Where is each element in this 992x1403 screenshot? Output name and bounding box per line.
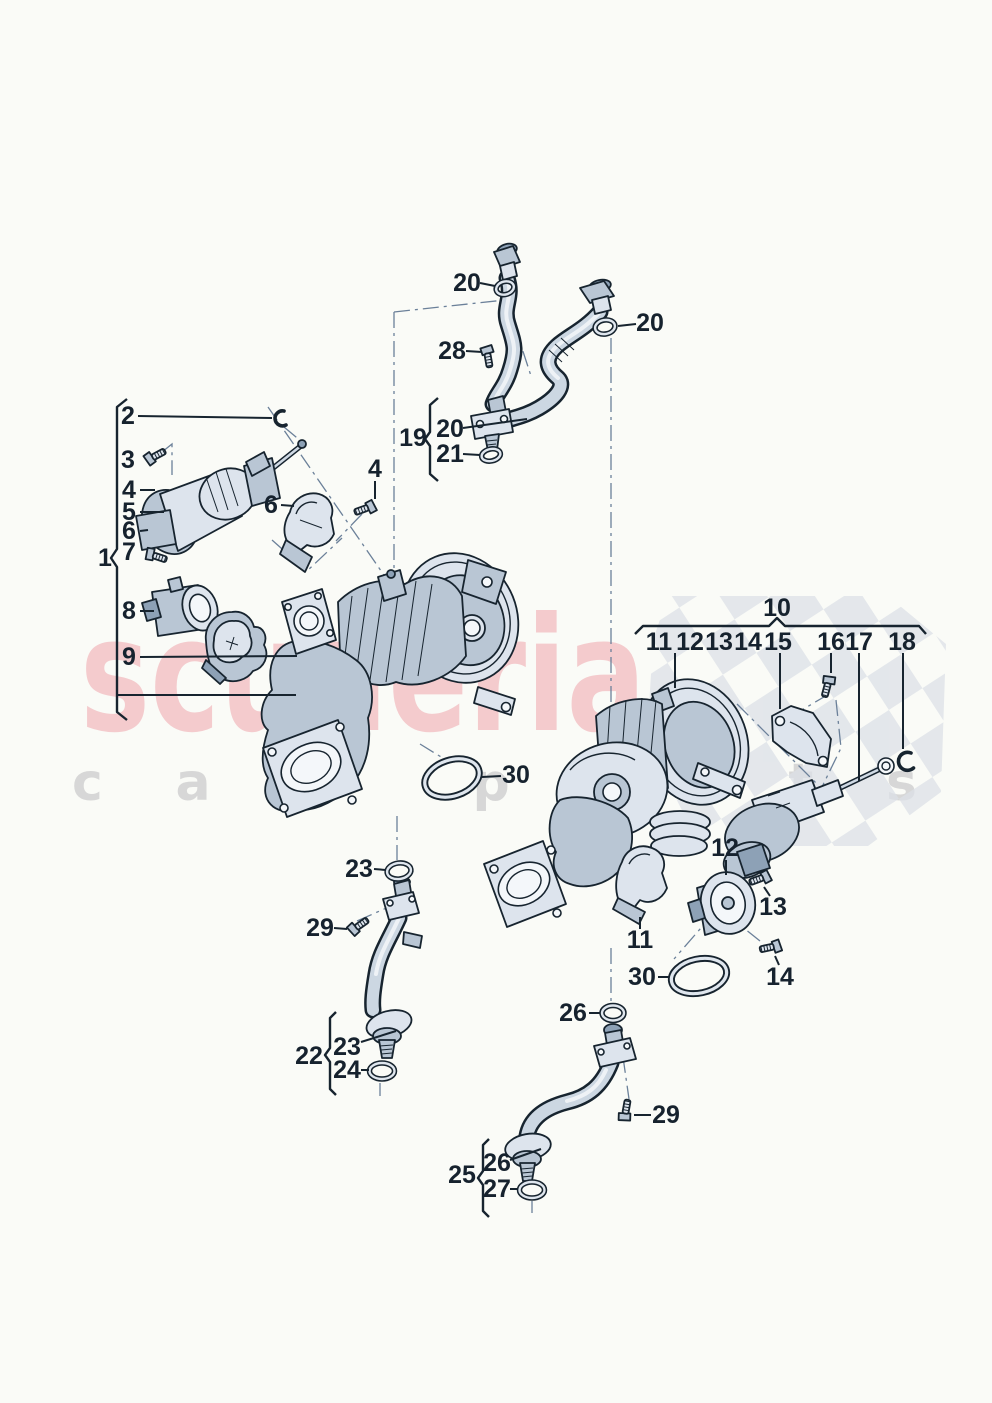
valve-12 [687, 871, 757, 936]
seal-ring-27 [516, 1179, 548, 1201]
seal-ring-20-left [493, 278, 517, 298]
clamp-bracket-11 [612, 845, 668, 925]
callout-12: 12 [676, 628, 704, 656]
seal-ring-24 [366, 1060, 398, 1082]
seal-ring-26 [599, 1002, 627, 1024]
callout-15: 15 [764, 628, 792, 656]
callout-8: 8 [122, 597, 136, 625]
callout-5: 5 [122, 498, 136, 526]
seal-rings [366, 278, 731, 1201]
callout-6: 6 [122, 517, 136, 545]
callout-21: 21 [436, 440, 464, 468]
callout-30b: 30 [628, 963, 656, 991]
callout-25: 25 [448, 1161, 476, 1189]
callout-29a: 29 [306, 914, 334, 942]
callout-26b: 26 [483, 1149, 511, 1177]
leader-lines [118, 282, 904, 1190]
callout-7: 7 [122, 538, 136, 566]
bracket-group-1 [109, 398, 128, 721]
bracket-group-19 [423, 397, 439, 482]
oil-supply-pipe [470, 242, 615, 452]
callout-14: 14 [734, 628, 762, 656]
bracket-group-10 [634, 616, 927, 635]
bracket-group-25 [476, 1138, 490, 1218]
actuator-17 [722, 757, 895, 879]
bracket-group-22 [323, 1011, 337, 1096]
callout-23a: 23 [345, 855, 373, 883]
callout-28: 28 [438, 337, 466, 365]
callout-13b: 13 [759, 893, 787, 921]
callout-24: 24 [333, 1056, 361, 1084]
clamp-bracket-6 [279, 492, 335, 573]
callout-20b: 20 [636, 309, 664, 337]
o-ring-30-left [421, 755, 483, 801]
circlip-18 [896, 750, 916, 773]
heat-shield-9 [201, 610, 268, 685]
seal-ring-21 [478, 446, 504, 464]
callout-12b: 12 [711, 834, 739, 862]
turbocharger-1 [260, 552, 520, 818]
callout-4b: 4 [368, 455, 382, 483]
callout-29b: 29 [652, 1101, 680, 1129]
callout-13: 13 [705, 628, 733, 656]
callout-26a: 26 [559, 999, 587, 1027]
support-bracket-15 [771, 705, 832, 768]
wastegate-actuator-left [135, 439, 307, 555]
callout-10: 10 [763, 594, 791, 622]
callout-2: 2 [121, 402, 135, 430]
callout-3: 3 [121, 446, 135, 474]
callout-18: 18 [888, 628, 916, 656]
callout-11b: 11 [627, 926, 654, 954]
callout-20c: 20 [436, 415, 464, 443]
group-brackets [109, 397, 927, 1218]
callout-17: 17 [845, 628, 873, 656]
turbocharger-2 [483, 678, 750, 928]
callout-11: 11 [646, 628, 673, 656]
seal-ring-20-right [592, 317, 618, 337]
callout-23b: 23 [333, 1033, 361, 1061]
callout-27: 27 [483, 1175, 511, 1203]
oil-return-pipe-25 [504, 1023, 637, 1182]
callout-6b: 6 [264, 491, 278, 519]
callout-9: 9 [122, 643, 136, 671]
callout-14b: 14 [766, 963, 794, 991]
callout-30a: 30 [502, 761, 530, 789]
circlip-2 [273, 409, 288, 428]
callout-20a: 20 [453, 269, 481, 297]
o-ring-30-right [667, 954, 731, 998]
seal-ring-23 [384, 860, 414, 882]
callout-19: 19 [399, 424, 427, 452]
callout-1: 1 [98, 544, 112, 572]
oil-return-pipe-22 [364, 876, 423, 1059]
callout-22: 22 [295, 1042, 323, 1070]
callout-16: 16 [817, 628, 845, 656]
callout-4: 4 [122, 476, 136, 504]
